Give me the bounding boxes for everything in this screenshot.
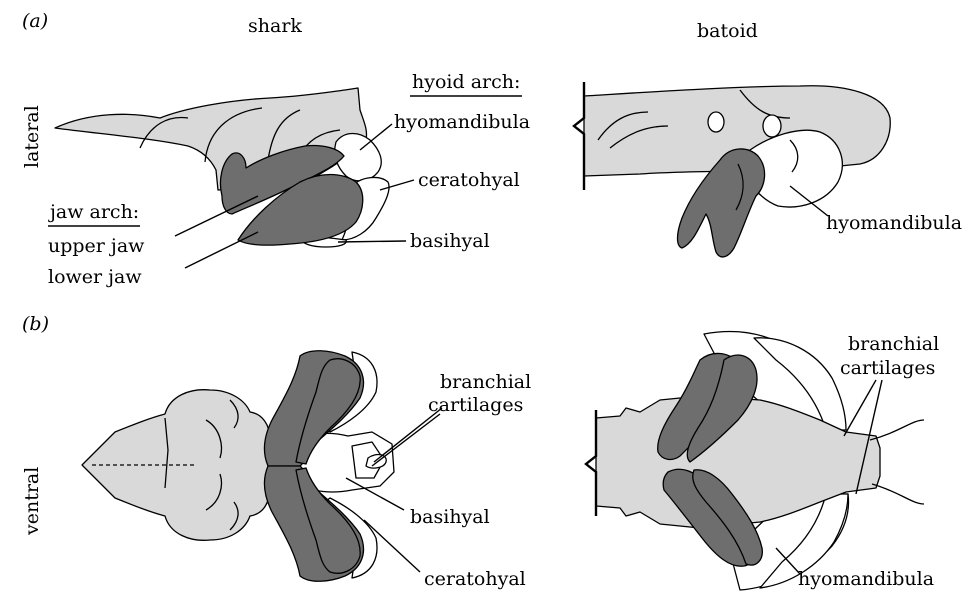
label-ceratohyal-lateral: ceratohyal [418, 169, 520, 191]
row-label-ventral: ventral [21, 467, 43, 536]
panel-label-b: (b) [22, 313, 49, 335]
label-basihyal-lateral: basihyal [410, 230, 490, 252]
label-lower-jaw: lower jaw [48, 266, 142, 288]
label-hyomandibula-batoid-lateral: hyomandibula [826, 212, 962, 234]
column-header-shark: shark [248, 15, 302, 37]
label-upper-jaw: upper jaw [48, 235, 145, 257]
panel-label-a: (a) [22, 10, 48, 32]
label-branchial-shark-1: branchial [440, 371, 531, 393]
label-branchial-batoid-2: cartilages [840, 357, 935, 379]
row-label-lateral: lateral [21, 105, 43, 168]
label-hyomandibula-batoid-ventral: hyomandibula [798, 568, 934, 590]
label-hyomandibula-shark: hyomandibula [394, 111, 530, 133]
label-jaw-arch: jaw arch: [48, 201, 139, 223]
label-ceratohyal-ventral: ceratohyal [424, 568, 526, 590]
label-branchial-batoid-1: branchial [848, 333, 939, 355]
label-basihyal-ventral: basihyal [410, 506, 490, 528]
shark-ventral-view [82, 351, 442, 582]
label-hyoid-arch: hyoid arch: [412, 71, 520, 93]
label-branchial-shark-2: cartilages [428, 394, 523, 416]
column-header-batoid: batoid [697, 20, 758, 42]
